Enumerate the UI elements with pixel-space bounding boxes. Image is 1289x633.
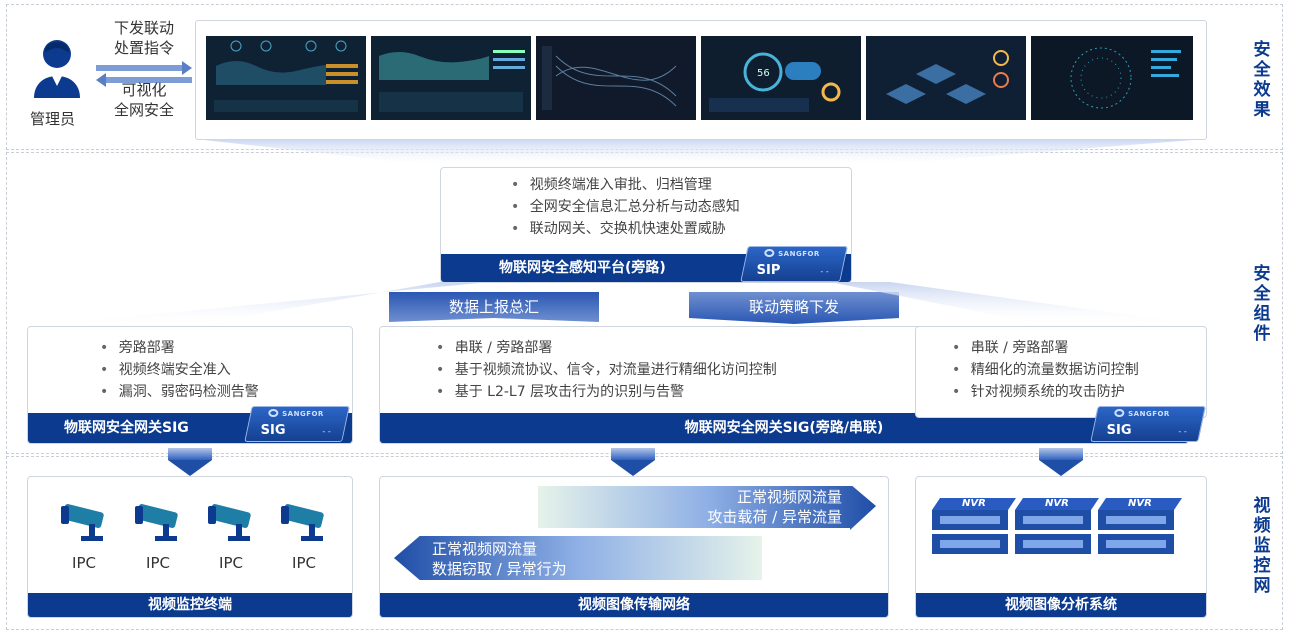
ipc-label: IPC (219, 554, 243, 572)
ipc-camera[interactable]: IPC (126, 502, 190, 586)
flow-left-arrow: 正常视频网流量 数据窃取 / 异常行为 (394, 534, 762, 582)
side-label-effect: 安全效果 (1253, 40, 1271, 120)
admin-label: 管理员 (30, 110, 76, 128)
policy-arrow-label: 联动策略下发 (748, 298, 839, 316)
camera-icon (131, 502, 185, 546)
sig-center-title-text: 物联网安全网关SIG(旁路/串联) (684, 420, 884, 436)
transport-title-text: 视频图像传输网络 (578, 597, 690, 613)
ipc-camera[interactable]: IPC (52, 502, 116, 586)
dashboard-thumb-3[interactable] (536, 36, 696, 120)
spread-glow (30, 282, 1210, 326)
sip-title-text: 物联网安全感知平台(旁路) (499, 260, 666, 276)
device-name: SIP (756, 263, 781, 278)
flow-left-line1: 正常视频网流量 (432, 540, 538, 558)
transport-title: 视频图像传输网络 (380, 593, 888, 617)
sig-left-bullet: 视频终端安全准入 (100, 359, 259, 381)
analysis-title-text: 视频图像分析系统 (1005, 597, 1117, 613)
funnel-top (195, 139, 1205, 167)
sig-center-bullet: 基于视频流协议、信令，对流量进行精细化访问控制 (436, 359, 777, 381)
sip-bullets: 视频终端准入审批、归档管理 全网安全信息汇总分析与动态感知 联动网关、交换机快速… (511, 174, 740, 240)
ipc-label: IPC (146, 554, 170, 572)
sig-center-bullets: 串联 / 旁路部署 基于视频流协议、信令，对流量进行精细化访问控制 基于 L2-… (436, 337, 777, 403)
ipc-label: IPC (72, 554, 96, 572)
analysis-title: 视频图像分析系统 (916, 593, 1206, 617)
report-arrow-label: 数据上报总汇 (448, 298, 539, 316)
dashboard-thumb-6[interactable] (1031, 36, 1193, 120)
ipc-camera[interactable]: IPC (199, 502, 263, 586)
sig-right-bullet: 针对视频系统的攻击防护 (952, 381, 1139, 403)
admin-arrow-out (96, 60, 192, 75)
down-arrow-right (1039, 448, 1083, 476)
dashboard-thumb-2[interactable] (371, 36, 531, 120)
sig-left-bullets: 旁路部署 视频终端安全准入 漏洞、弱密码检测告警 (100, 337, 259, 403)
device-port: - - (1178, 427, 1187, 436)
terminals-title-text: 视频监控终端 (148, 597, 232, 613)
device-port: - - (820, 267, 829, 276)
sig-right-bullets: 串联 / 旁路部署 精细化的流量数据访问控制 针对视频系统的攻击防护 (952, 337, 1139, 403)
nvr-label: NVR (962, 498, 986, 509)
terminals-title: 视频监控终端 (28, 593, 352, 617)
flow-right-line1: 正常视频网流量 (736, 488, 842, 506)
nvr-device[interactable]: NVR (1013, 498, 1101, 568)
device-brand: SANGFOR (778, 250, 820, 258)
device-brand: SANGFOR (1128, 410, 1170, 418)
device-name: SIG (1106, 423, 1132, 438)
ipc-camera[interactable]: IPC (272, 502, 336, 586)
admin-avatar-icon (30, 34, 84, 104)
side-label-network: 视频监控网 (1253, 496, 1271, 596)
flow-left-line2: 数据窃取 / 异常行为 (432, 560, 567, 578)
nvr-device[interactable]: NVR (1096, 498, 1184, 568)
sip-device: SANGFOR SIP - - (740, 246, 848, 282)
flow-right-line2: 攻击载荷 / 异常流量 (707, 508, 842, 526)
dashboard-thumb-4[interactable]: 56 (701, 36, 861, 120)
camera-icon (277, 502, 331, 546)
sig-left-device: SANGFOR SIG - - (244, 406, 350, 442)
svg-text:56: 56 (757, 68, 770, 79)
sig-right-device: SANGFOR SIG - - (1090, 406, 1206, 442)
sangfor-logo-icon (1114, 409, 1125, 417)
sig-right-card: 串联 / 旁路部署 精细化的流量数据访问控制 针对视频系统的攻击防护 (915, 326, 1207, 418)
sig-left-title-text: 物联网安全网关SIG (64, 420, 189, 436)
camera-icon (57, 502, 111, 546)
nvr-label: NVR (1045, 498, 1069, 509)
sip-bullet: 全网安全信息汇总分析与动态感知 (511, 196, 740, 218)
device-brand: SANGFOR (282, 410, 324, 418)
side-label-component: 安全组件 (1253, 264, 1271, 344)
sig-left-bullet: 漏洞、弱密码检测告警 (100, 381, 259, 403)
sig-right-bullet: 精细化的流量数据访问控制 (952, 359, 1139, 381)
down-arrow-center (611, 448, 655, 476)
sangfor-logo-icon (764, 249, 775, 257)
admin-arrow-out-text: 下发联动 处置指令 (113, 19, 174, 57)
sip-bullet: 视频终端准入审批、归档管理 (511, 174, 740, 196)
admin-arrow-in (96, 72, 192, 87)
report-arrow: 数据上报总汇 (389, 292, 599, 322)
policy-arrow: 联动策略下发 (689, 292, 899, 324)
sig-left-bullet: 旁路部署 (100, 337, 259, 359)
terminals-card: 视频监控终端 (27, 476, 353, 618)
sig-center-bullet: 串联 / 旁路部署 (436, 337, 777, 359)
flow-right-arrow: 正常视频网流量 攻击载荷 / 异常流量 (538, 484, 876, 530)
sig-right-bullet: 串联 / 旁路部署 (952, 337, 1139, 359)
camera-icon (204, 502, 258, 546)
sig-center-bullet: 基于 L2-L7 层攻击行为的识别与告警 (436, 381, 777, 403)
down-arrow-left (168, 448, 212, 476)
nvr-device[interactable]: NVR (930, 498, 1018, 568)
dashboard-thumb-1[interactable] (206, 36, 366, 120)
sangfor-logo-icon (268, 409, 279, 417)
device-name: SIG (260, 423, 286, 438)
dashboard-thumb-5[interactable] (866, 36, 1026, 120)
ipc-label: IPC (292, 554, 316, 572)
nvr-label: NVR (1128, 498, 1152, 509)
sig-center-title: 物联网安全网关SIG(旁路/串联) (380, 413, 1188, 443)
device-port: - - (322, 427, 331, 436)
sip-bullet: 联动网关、交换机快速处置威胁 (511, 218, 740, 240)
admin-arrow-in-text: 可视化 全网安全 (113, 81, 174, 119)
